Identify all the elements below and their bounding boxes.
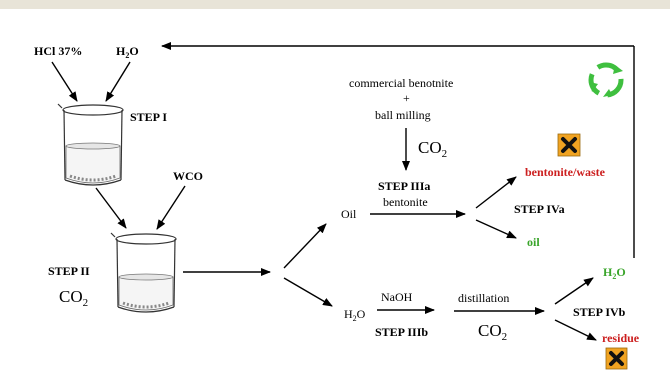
label-co2-step3b: CO2 <box>478 321 507 343</box>
recycle-icon <box>588 62 624 98</box>
label-step1: STEP I <box>130 110 167 124</box>
arrow-hcl-to-step1 <box>51 61 78 102</box>
beaker-icon <box>57 103 124 186</box>
label-h2o-out: H2O <box>603 265 626 281</box>
arrow-to-waste <box>475 176 517 209</box>
arrow-to-oil-out <box>475 219 517 239</box>
label-oil-out: oil <box>527 235 540 249</box>
label-oil-mid: Oil <box>341 207 357 221</box>
label-co2-step2: CO2 <box>59 287 88 309</box>
label-naoh: NaOH <box>381 290 413 304</box>
label-wco: WCO <box>173 169 203 183</box>
label-step3a: STEP IIIa <box>378 179 430 193</box>
label-ball-milling: ball milling <box>375 108 431 122</box>
beaker-icon <box>110 232 177 313</box>
hazard-icon <box>557 133 581 157</box>
label-step4a: STEP IVa <box>514 202 565 216</box>
arrow-h2o-to-step1 <box>105 61 131 102</box>
arrow-split-to-water <box>283 277 333 307</box>
label-distillation: distillation <box>458 291 509 305</box>
arrow-split-to-oil <box>283 223 327 269</box>
label-step4b: STEP IVb <box>573 305 626 319</box>
arrow-to-residue <box>554 319 597 341</box>
label-hcl: HCl 37% <box>34 44 82 58</box>
label-residue: residue <box>602 331 640 345</box>
label-plus: + <box>403 91 410 105</box>
label-h2o-top: H2O <box>116 44 139 60</box>
hazard-icon <box>605 347 628 370</box>
arrow-step1-to-step2 <box>95 187 127 229</box>
recycle-loop-arrow <box>161 42 635 258</box>
label-bentonite: bentonite <box>383 195 428 209</box>
label-step2: STEP II <box>48 264 90 278</box>
label-h2o-mid: H2O <box>344 307 366 323</box>
label-co2-step3a: CO2 <box>418 138 447 160</box>
label-bentonite-waste: bentonite/waste <box>525 165 606 179</box>
top-band <box>0 0 670 9</box>
arrow-to-water-out <box>554 277 594 305</box>
label-bentonite-source: commercial benotnite <box>349 76 453 90</box>
label-step3b: STEP IIIb <box>375 325 428 339</box>
arrow-wco-to-step2 <box>156 185 186 230</box>
